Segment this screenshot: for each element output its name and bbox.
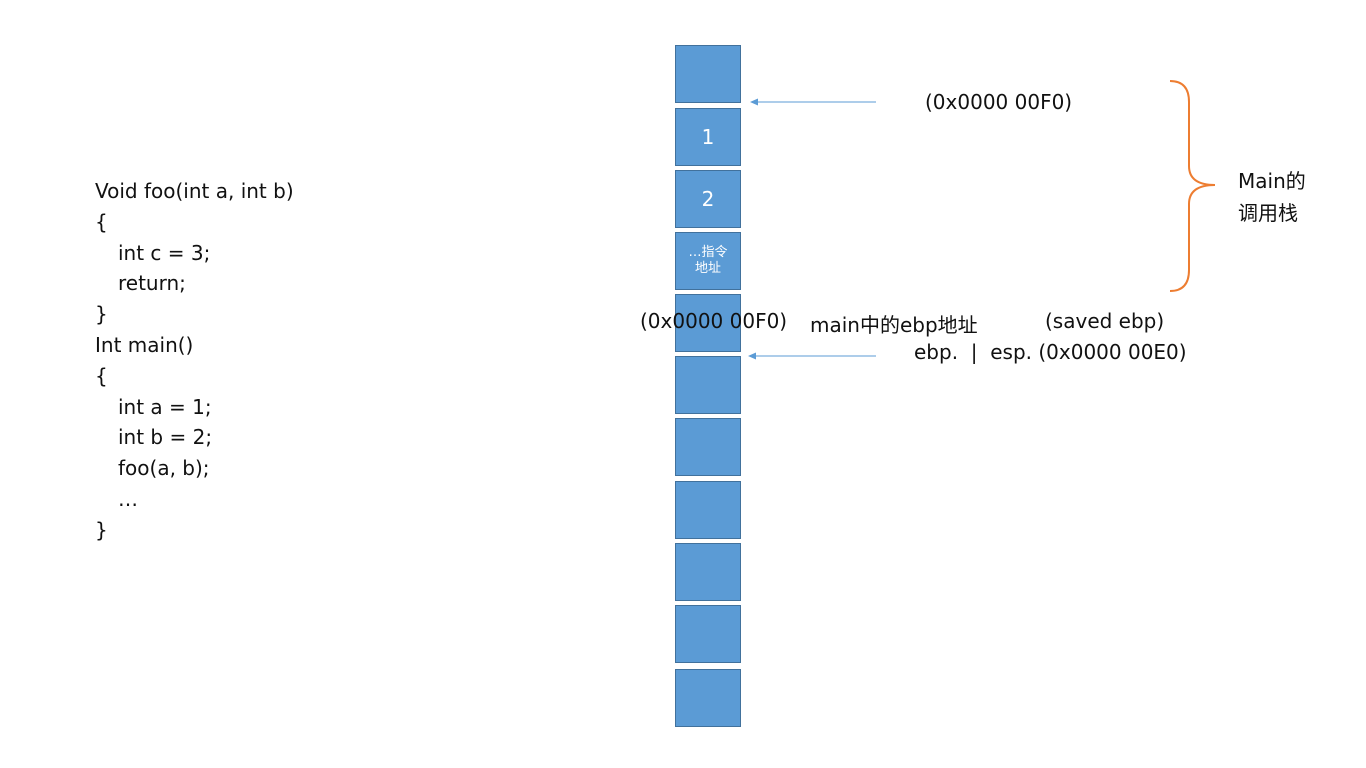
stack-cell: 2 [675, 170, 741, 228]
saved-address-label: (0x0000 00F0) [640, 309, 788, 333]
stack-cell-label: 1 [701, 125, 715, 149]
top-address-label: (0x0000 00F0) [925, 90, 1073, 114]
arrow-top [750, 98, 876, 106]
code-line: … [118, 486, 138, 511]
code-line: Int main() [95, 332, 194, 357]
stack-cell [675, 669, 741, 727]
code-line: int a = 1; [118, 394, 212, 419]
stack-cell [675, 481, 741, 539]
stack-cell [675, 294, 741, 352]
code-line: } [95, 517, 108, 542]
ebp-esp-label: ebp. | esp. (0x0000 00E0) [914, 340, 1187, 364]
arrow-ebp [748, 352, 876, 360]
stack-cell [675, 45, 741, 103]
stack-cell [675, 605, 741, 663]
arrow-top-head [750, 98, 758, 106]
stack-cell: 1 [675, 108, 741, 166]
code-line: foo(a, b); [118, 456, 210, 481]
brace-label-line1: Main的 [1238, 169, 1306, 193]
code-line: { [95, 209, 108, 234]
stack-cell: …指令 地址 [675, 232, 741, 290]
stack-cell-label: 2 [701, 187, 715, 211]
code-line: { [95, 363, 108, 388]
code-listing: Void foo(int a, int b) { int c = 3; return;… [95, 176, 294, 546]
saved-ebp-label: (saved ebp) [1045, 309, 1165, 333]
stack-cell [675, 418, 741, 476]
main-ebp-label: main中的ebp地址 [810, 313, 978, 337]
code-line: return; [118, 271, 186, 296]
arrow-ebp-head [748, 352, 756, 360]
brace-label-line2: 调用栈 [1238, 201, 1298, 225]
code-line: int b = 2; [118, 425, 213, 450]
code-line: } [95, 302, 108, 327]
stack-cell-label: …指令 地址 [688, 245, 728, 276]
stack-cell [675, 543, 741, 601]
code-line: Void foo(int a, int b) [95, 179, 294, 203]
curly-brace [1169, 80, 1216, 292]
stack-cell [675, 356, 741, 414]
code-line: int c = 3; [118, 240, 211, 265]
